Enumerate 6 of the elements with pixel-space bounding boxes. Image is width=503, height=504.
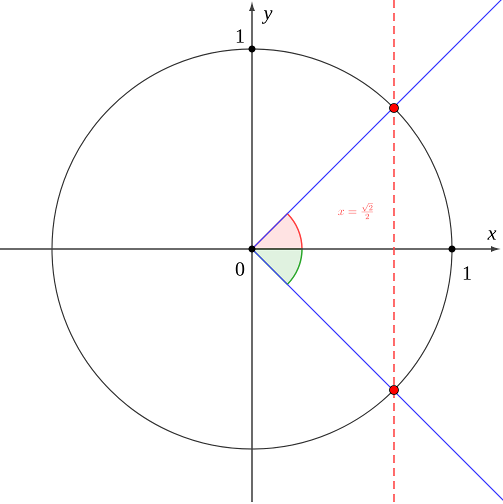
axis-label: x (487, 230, 496, 240)
tick-label: 0 (236, 262, 244, 276)
formula-label: $x = \frac{\sqrt{2}}{2}$ (338, 203, 373, 220)
tick-label: 1 (464, 266, 471, 280)
tick-label: 1 (236, 29, 244, 43)
axis-label: y (262, 10, 272, 24)
